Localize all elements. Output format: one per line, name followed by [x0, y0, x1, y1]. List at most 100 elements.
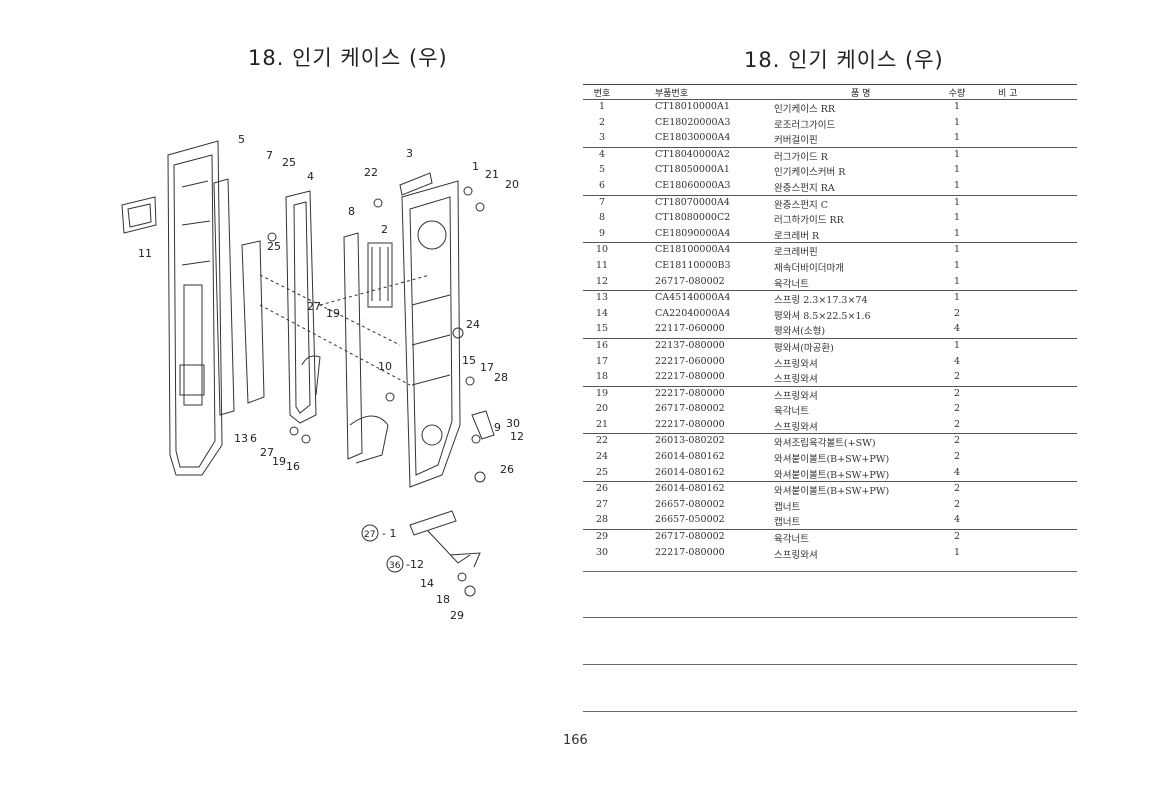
row-number: 14	[595, 307, 609, 319]
row-part-number: CE18020000A3	[655, 116, 731, 128]
row-part-number: 26014-080162	[655, 451, 725, 463]
row-number: 28	[595, 514, 609, 526]
part-lower-lug-guide	[343, 232, 363, 460]
part-cap	[121, 196, 157, 234]
row-part-number: CE18110000B3	[655, 259, 731, 271]
row-part-number: CA45140000A4	[655, 292, 731, 304]
callout: 6	[250, 432, 257, 445]
callout: 9	[494, 421, 501, 434]
row-quantity: 1	[953, 244, 961, 256]
row-number: 21	[595, 418, 609, 430]
row-number: 9	[598, 227, 606, 239]
callout: 28	[494, 371, 508, 384]
blank-line	[583, 664, 1077, 665]
callout: 16	[286, 460, 300, 473]
row-part-number: 22117-060000	[655, 323, 725, 335]
row-part-name: 커버걸이핀	[774, 135, 818, 147]
row-part-number: 22217-080000	[655, 371, 725, 383]
header-remark: 비 고	[998, 89, 1018, 99]
part-sponge-ra	[241, 240, 265, 404]
callout: 17	[480, 361, 494, 374]
row-part-name: 육각너트	[774, 534, 809, 546]
row-number: 19	[595, 387, 609, 399]
row-part-name: 인기케이스커버 R	[774, 167, 846, 179]
row-part-name: 와셔조립육각볼트(+SW)	[774, 438, 876, 450]
row-number: 8	[598, 212, 606, 224]
row-part-name: 러그하가이드 RR	[774, 215, 844, 227]
row-number: 18	[595, 371, 609, 383]
row-number: 2	[598, 116, 606, 128]
callout: -12	[406, 558, 424, 571]
row-quantity: 4	[953, 355, 961, 367]
header-name: 품 명	[851, 89, 871, 99]
callout: 8	[348, 205, 355, 218]
callout: 15	[462, 354, 476, 367]
callout: 1	[472, 160, 479, 173]
row-number: 15	[595, 323, 609, 335]
row-part-name: 평와셔(마공환)	[774, 342, 834, 354]
header-no: 번호	[593, 89, 611, 99]
part-cover-r	[167, 140, 223, 476]
row-quantity: 4	[953, 514, 961, 526]
row-number: 30	[595, 546, 609, 558]
header-qty: 수량	[948, 89, 966, 99]
callout: 24	[466, 318, 480, 331]
row-quantity: 1	[953, 132, 961, 144]
diagram-callouts: 5 7 25 4 3 22 1 21 20 11 8 2 25 27 19 24…	[138, 133, 524, 622]
row-number: 10	[595, 244, 609, 256]
callout: 3	[406, 147, 413, 160]
callout: 2	[381, 223, 388, 236]
row-quantity: 4	[953, 323, 961, 335]
row-number: 27	[595, 498, 609, 510]
row-part-name: 로크레버 R	[774, 230, 820, 242]
row-part-number: 26014-080162	[655, 466, 725, 478]
row-part-number: 26657-050002	[655, 514, 725, 526]
row-quantity: 1	[953, 275, 961, 287]
row-quantity: 2	[953, 483, 961, 495]
row-part-number: CE18100000A4	[655, 244, 731, 256]
row-number: 16	[595, 339, 609, 351]
row-number: 6	[598, 179, 606, 191]
row-number: 4	[598, 148, 606, 160]
callout: 20	[505, 178, 519, 191]
row-part-number: CA22040000A4	[655, 307, 731, 319]
row-quantity: 1	[953, 259, 961, 271]
row-quantity: 1	[953, 148, 961, 160]
row-number: 3	[598, 132, 606, 144]
row-part-name: 평와셔(소형)	[774, 326, 826, 338]
row-part-name: 로크레버핀	[774, 247, 818, 259]
callout: 25	[282, 156, 296, 169]
row-quantity: 1	[953, 212, 961, 224]
row-part-number: 26657-080002	[655, 498, 725, 510]
table-row: 10 CE18100000A4 로크레버핀 1	[583, 243, 1077, 259]
row-number: 1	[598, 101, 606, 112]
row-part-number: 22217-080000	[655, 418, 725, 430]
row-part-name: 와셔붙이볼트(B+SW+PW)	[774, 454, 890, 466]
row-part-name: 스프링와셔	[774, 390, 818, 402]
page-number: 166	[563, 733, 588, 748]
row-part-name: 인기케이스 RR	[774, 104, 836, 115]
part-case-rr	[401, 180, 461, 488]
part-lock-guide	[367, 242, 393, 308]
callout: 29	[450, 609, 464, 622]
row-quantity: 1	[953, 546, 961, 558]
row-number: 17	[595, 355, 609, 367]
row-part-number: CE18090000A4	[655, 227, 731, 239]
